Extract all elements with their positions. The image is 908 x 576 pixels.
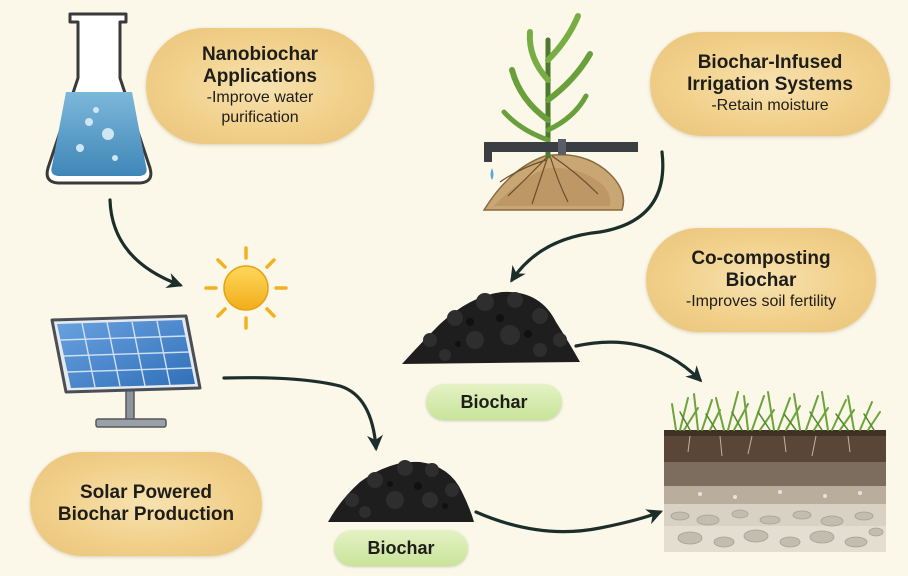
arrow-irrigation-to-biochar: [510, 150, 665, 283]
plant-irrigation-icon: [482, 13, 638, 211]
arrow-biochar-to-soil-upper: [574, 340, 703, 383]
biochar-pile-icon: [328, 460, 474, 522]
cocomposting-title-line1: Co-composting: [691, 248, 831, 269]
solar-label: Solar Powered Biochar Production: [30, 452, 262, 556]
cocomposting-title-line2: Biochar: [725, 270, 797, 291]
arrow-biochar-to-soil-lower: [474, 509, 663, 534]
flow-arrows: [108, 150, 703, 534]
sun-icon: [204, 246, 288, 330]
solar-title-line2: Biochar Production: [57, 504, 235, 525]
biochar-tag-upper: Biochar: [426, 384, 562, 420]
biochar-tag-lower: Biochar: [334, 530, 468, 566]
irrigation-sub-line1: -Retain moisture: [711, 97, 829, 114]
flask-icon: [45, 12, 153, 185]
solar-title-line1: Solar Powered: [80, 482, 212, 503]
nanobiochar-title-line1: Nanobiochar: [201, 44, 319, 65]
irrigation-title-line1: Biochar-Infused: [697, 52, 843, 73]
irrigation-title-line2: Irrigation Systems: [687, 74, 853, 95]
cocomposting-sub-line1: -Improves soil fertility: [685, 293, 837, 310]
nanobiochar-title-line2: Applications: [202, 66, 317, 87]
biochar-pile-icon: [402, 291, 580, 364]
soil-layers-icon: [664, 391, 886, 552]
nanobiochar-sub-line2: purification: [221, 109, 299, 126]
solar-panel-icon: [50, 314, 202, 428]
arrow-panel-to-biochar: [222, 376, 383, 452]
cocomposting-label: Co-composting Biochar -Improves soil fer…: [646, 228, 876, 332]
nanobiochar-label: Nanobiochar Applications -Improve water …: [146, 28, 374, 144]
arrow-flask-to-sun: [108, 198, 184, 289]
nanobiochar-sub-line1: -Improve water: [206, 89, 314, 106]
irrigation-label: Biochar-Infused Irrigation Systems -Reta…: [650, 32, 890, 136]
